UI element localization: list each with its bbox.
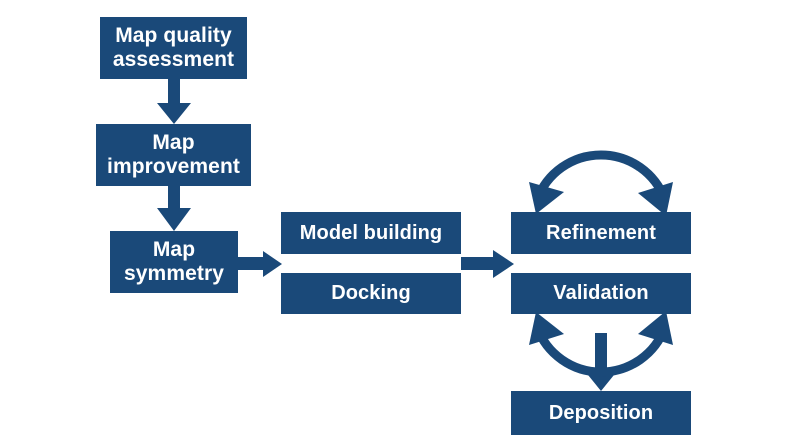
node-docking[interactable]: Docking: [281, 273, 461, 314]
cycle-arrowheads: [529, 182, 673, 345]
node-map-quality-assessment[interactable]: Map quality assessment: [100, 17, 247, 79]
node-refinement[interactable]: Refinement: [511, 212, 691, 254]
arrow-symmetry-to-building-icon: [238, 251, 282, 277]
arrow-improvement-to-symmetry-icon: [157, 186, 191, 231]
node-validation-label: Validation: [553, 282, 649, 305]
arrow-building-to-refinement-icon: [461, 250, 514, 278]
node-map-improvement[interactable]: Map improvement: [96, 124, 251, 186]
node-refinement-label: Refinement: [546, 221, 656, 244]
node-map-quality-assessment-label: Map quality assessment: [112, 24, 235, 71]
node-deposition-label: Deposition: [548, 401, 654, 424]
node-map-symmetry[interactable]: Map symmetry: [110, 231, 238, 293]
node-model-building-label: Model building: [299, 221, 443, 244]
node-model-building[interactable]: Model building: [281, 212, 461, 254]
node-validation[interactable]: Validation: [511, 273, 691, 314]
node-deposition[interactable]: Deposition: [511, 391, 691, 435]
arrow-quality-to-improvement-icon: [157, 79, 191, 124]
cycle-arc-bottom: [532, 325, 670, 377]
node-map-symmetry-label: Map symmetry: [123, 238, 225, 285]
node-docking-label: Docking: [331, 282, 411, 305]
cycle-arc-top: [532, 150, 670, 202]
node-map-improvement-label: Map improvement: [107, 131, 240, 178]
